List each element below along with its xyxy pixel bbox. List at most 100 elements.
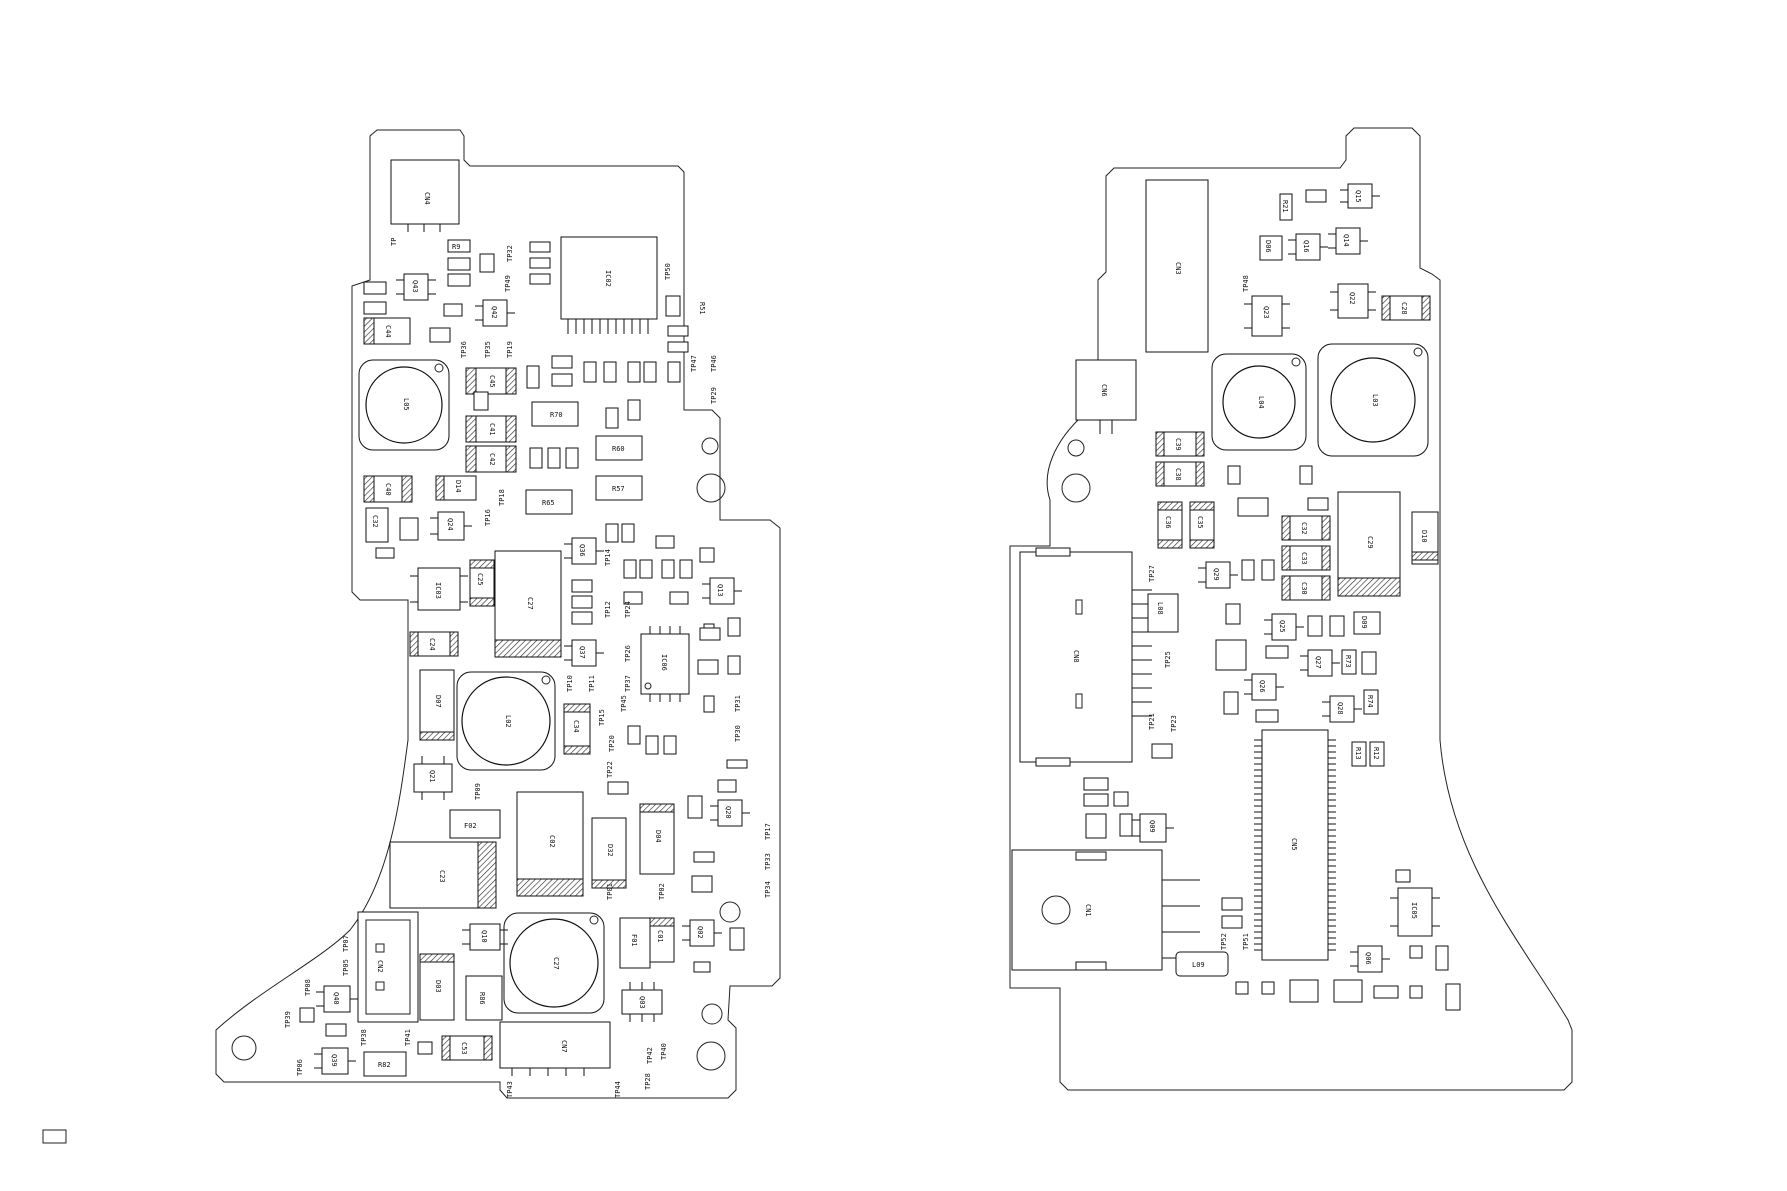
right-C33: C33 xyxy=(1281,545,1331,571)
label-L03: L03 xyxy=(1371,394,1379,407)
label-R86: R86 xyxy=(478,992,486,1005)
right-CN3: CN3 xyxy=(1145,179,1209,353)
right-R73: R73 xyxy=(1341,649,1357,675)
label-R21: R21 xyxy=(1281,200,1289,213)
label-Q14: Q14 xyxy=(1342,234,1350,247)
label-D06: D06 xyxy=(1264,240,1272,253)
tp-label: TP05 xyxy=(342,959,350,976)
label-Q42: Q42 xyxy=(490,306,498,319)
right-Q23: Q23 xyxy=(1244,295,1290,337)
left-Q43: Q43 xyxy=(396,273,436,301)
label-C02: C02 xyxy=(548,835,556,848)
right-C35: C35 xyxy=(1189,501,1215,549)
left-C53: C53 xyxy=(441,1035,493,1061)
label-Q09: Q09 xyxy=(1148,820,1156,833)
right-CN1: CN1 xyxy=(1011,849,1200,971)
tp-label: TP39 xyxy=(284,1011,292,1028)
left-IC03: IC03 xyxy=(410,567,468,611)
tp-label: TP48 xyxy=(1242,275,1250,292)
label-Q29: Q29 xyxy=(1212,568,1220,581)
left-L01: C27 xyxy=(503,912,605,1014)
right-R13: R13 xyxy=(1351,741,1367,767)
right-board-outline xyxy=(1009,127,1573,1091)
label-CN5: CN5 xyxy=(1290,838,1298,851)
tp-label: TP25 xyxy=(1164,651,1172,668)
tp-label: TP47 xyxy=(690,355,698,372)
left-Q02: Q02 xyxy=(682,919,722,947)
label-Q43: Q43 xyxy=(411,280,419,293)
tp-label: TP50 xyxy=(664,263,672,280)
left-C32: C32 xyxy=(365,507,389,543)
label-C53: C53 xyxy=(460,1042,468,1055)
left-L05: L05 xyxy=(358,359,450,451)
left-R70: R70 xyxy=(531,401,579,427)
tp-label: TP07 xyxy=(342,935,350,952)
left-Q10: Q10 xyxy=(462,923,508,951)
right-Q14: Q14 xyxy=(1328,227,1368,255)
label-IC06: IC06 xyxy=(660,654,668,671)
tp-label: TP xyxy=(390,238,398,246)
right-CN8: CN8 xyxy=(1019,547,1152,767)
label-Q39: Q39 xyxy=(330,1054,338,1067)
label-C24: C24 xyxy=(428,638,436,651)
right-Q06: Q06 xyxy=(1350,945,1390,973)
tp-label: TP28 xyxy=(644,1073,652,1090)
tp-label: TP41 xyxy=(404,1029,412,1046)
tp-label: TP11 xyxy=(588,675,596,692)
label-Q37: Q37 xyxy=(578,646,586,659)
label-C01: C01 xyxy=(656,930,664,943)
tp-label: TP15 xyxy=(598,709,606,726)
label-C45: C45 xyxy=(488,375,496,388)
tp-label: TP23 xyxy=(1170,715,1178,732)
tp-label: TP18 xyxy=(498,489,506,506)
tp-label: TP01 xyxy=(606,883,614,900)
label-C28: C28 xyxy=(1400,302,1408,315)
left-R57: R57 xyxy=(595,475,643,501)
label-C25: C25 xyxy=(476,573,484,586)
label-Q15: Q15 xyxy=(1354,190,1362,203)
label-Q26: Q26 xyxy=(1258,680,1266,693)
left-CN2: CN2 xyxy=(357,911,419,1023)
left-C24: C24 xyxy=(409,631,459,657)
left-Q03: Q03 xyxy=(621,982,663,1022)
label-C29: C29 xyxy=(1366,536,1374,549)
left-C02: C02 xyxy=(516,791,584,897)
left-R65: R65 xyxy=(525,489,573,515)
tp-label: TP40 xyxy=(660,1043,668,1060)
label-R74: R74 xyxy=(1366,695,1374,708)
right-D10: D10 xyxy=(1411,511,1439,565)
right-mount-hole-2 xyxy=(1061,473,1091,503)
tp-label: TP30 xyxy=(734,725,742,742)
label-C32: C32 xyxy=(371,515,379,528)
label-Q20: Q20 xyxy=(724,806,732,819)
tp-label: TP36 xyxy=(460,341,468,358)
left-R60: R60 xyxy=(595,435,643,461)
corner-box xyxy=(42,1129,67,1144)
right-C29: C29 xyxy=(1337,491,1401,597)
right-Q26: Q26 xyxy=(1244,673,1284,701)
right-R12: R12 xyxy=(1369,741,1385,767)
left-Q42: Q42 xyxy=(475,299,515,327)
left-C27: C27 xyxy=(494,550,562,658)
label-CN7: CN7 xyxy=(560,1040,568,1053)
left-F02: F02 xyxy=(449,809,501,839)
label-CN2: CN2 xyxy=(376,960,384,973)
label-CN4: CN4 xyxy=(423,192,431,205)
tp-label: TP34 xyxy=(764,881,772,898)
right-IC05: IC05 xyxy=(1390,887,1440,937)
tp-label: TP10 xyxy=(566,675,574,692)
label-IC05: IC05 xyxy=(1410,902,1418,919)
right-C39: C39 xyxy=(1155,431,1205,457)
left-C40: C40 xyxy=(363,475,413,503)
right-Q16: Q16 xyxy=(1288,233,1328,261)
right-L08: L08 xyxy=(1147,593,1179,633)
left-D03: D03 xyxy=(419,953,455,1021)
tp-label: TP33 xyxy=(764,853,772,870)
right-C38: C38 xyxy=(1155,461,1205,487)
right-Q29: Q29 xyxy=(1198,561,1238,589)
tp-label: TP49 xyxy=(504,275,512,292)
tp-label: TP02 xyxy=(658,883,666,900)
label-F02: F02 xyxy=(464,822,477,830)
left-C44: C44 xyxy=(363,317,411,345)
